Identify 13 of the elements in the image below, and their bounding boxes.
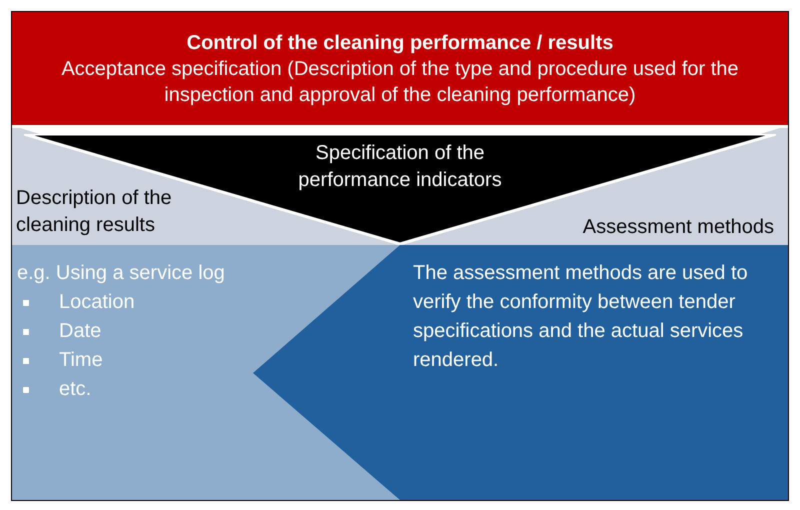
list-heading: e.g. Using a service log <box>17 261 225 286</box>
band-label: Assessment methods <box>582 215 774 240</box>
list-item: etc. <box>59 377 92 402</box>
list-item: Date <box>59 319 102 344</box>
triangle-label: Specification of the performance indicators <box>297 141 503 193</box>
arrow-panel <box>253 245 788 500</box>
list-item: Time <box>59 348 103 373</box>
band-label: Description of the cleaning results <box>16 186 173 238</box>
header-box <box>12 12 788 125</box>
list-item: Location <box>59 290 135 315</box>
header-description: Acceptance specification (Description of the type and procedure used for the inspection and approval of the cleaning performance) <box>60 56 740 108</box>
panel-text: The assessment methods are used to verify the conformity between tender specifications and the actual services rendered. <box>413 261 749 373</box>
header-title: Control of the cleaning performance / results <box>186 30 614 56</box>
